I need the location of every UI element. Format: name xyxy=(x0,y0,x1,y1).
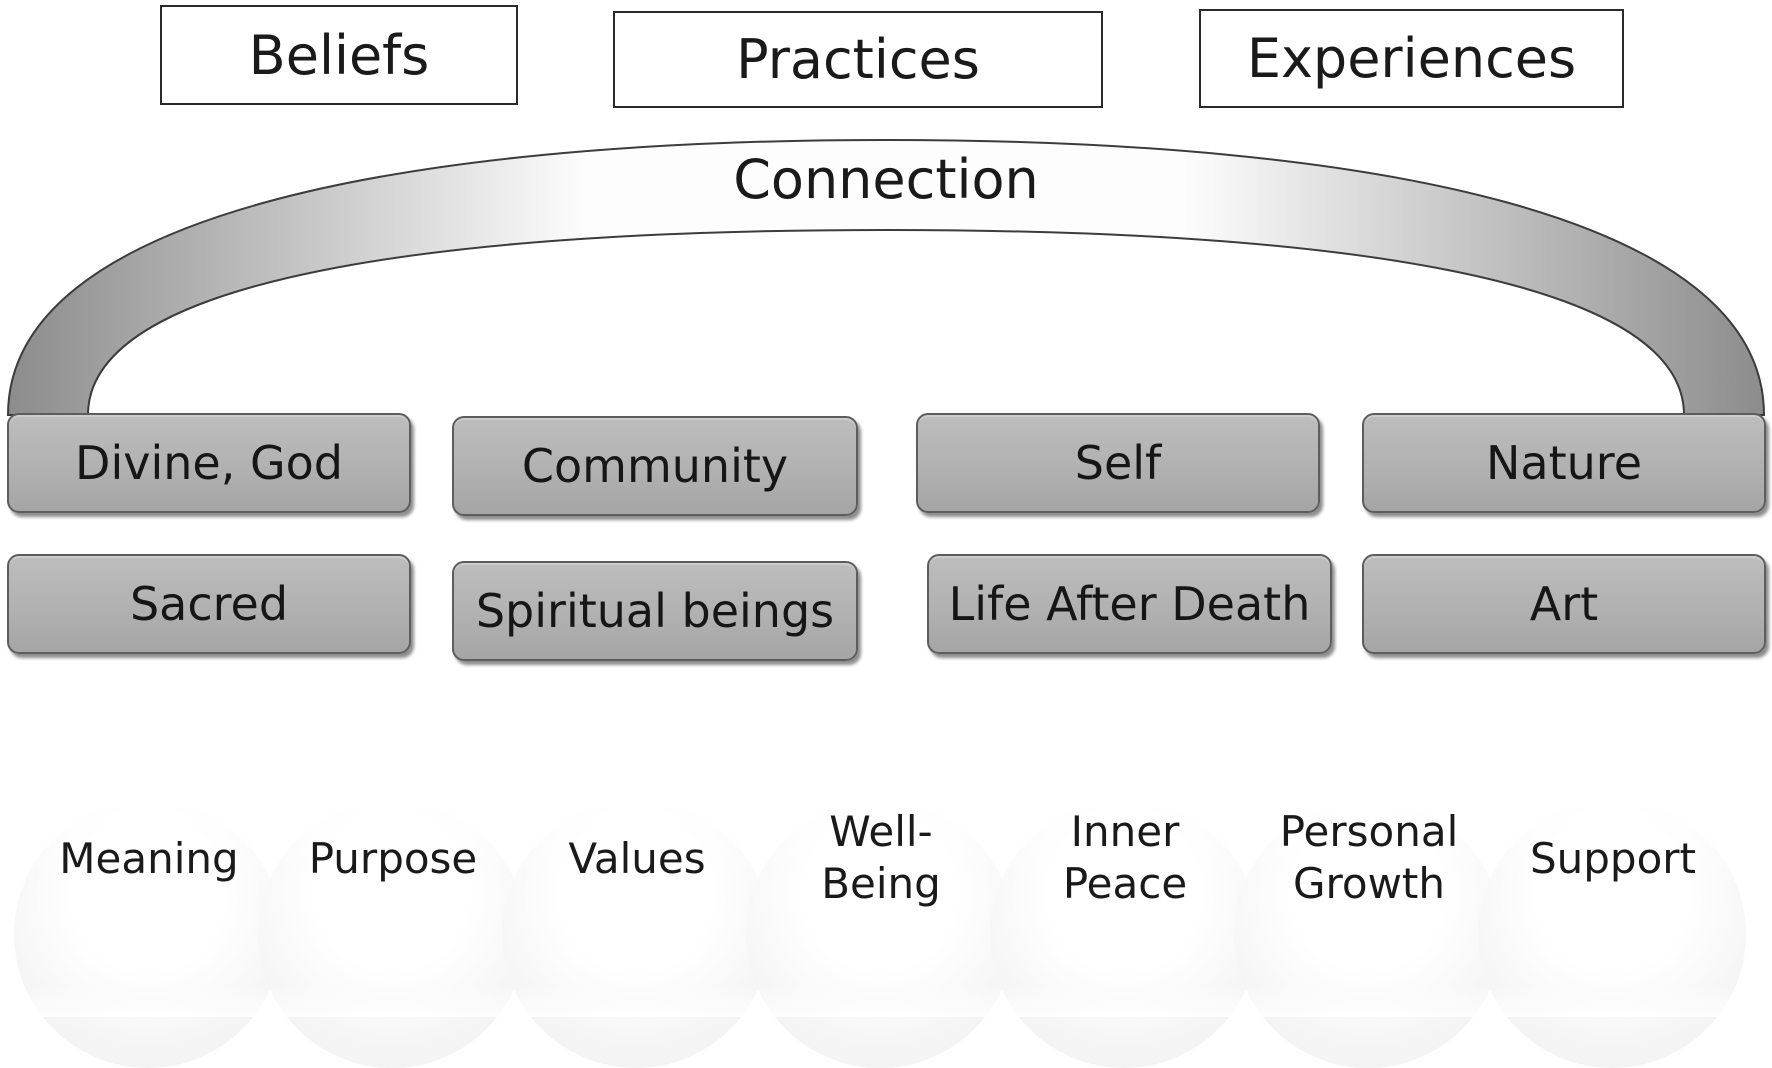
item-label: Community xyxy=(521,439,789,493)
item-sacred: Sacred xyxy=(7,554,411,654)
item-label: Nature xyxy=(1486,436,1642,490)
experiences-box: Experiences xyxy=(1199,9,1624,108)
outcome-line: Personal xyxy=(1279,807,1459,856)
outcome-line: Growth xyxy=(1292,859,1446,908)
item-nature: Nature xyxy=(1362,413,1766,513)
beliefs-label: Beliefs xyxy=(248,23,430,87)
practices-label: Practices xyxy=(736,28,980,91)
outcome-purpose: Purpose xyxy=(273,833,513,885)
outcome-line: Meaning xyxy=(59,834,239,883)
outcome-line: Purpose xyxy=(308,834,478,883)
item-label: Art xyxy=(1529,577,1599,631)
item-life-after-death: Life After Death xyxy=(927,554,1332,654)
outcome-line: Well- xyxy=(829,807,933,856)
outcome-line: Peace xyxy=(1062,859,1188,908)
item-label: Self xyxy=(1074,436,1162,490)
outcome-line: Being xyxy=(821,859,941,908)
arch-band xyxy=(6,138,1766,416)
practices-box: Practices xyxy=(613,11,1103,108)
outcome-values: Values xyxy=(517,833,757,885)
bubble-fade-overlay xyxy=(0,800,1772,1017)
item-spiritual-beings: Spiritual beings xyxy=(452,561,858,661)
item-label: Spiritual beings xyxy=(475,584,835,638)
item-community: Community xyxy=(452,416,858,516)
outcome-support: Support xyxy=(1493,833,1733,885)
outcome-meaning: Meaning xyxy=(29,833,269,885)
outcome-line: Inner xyxy=(1070,807,1180,856)
item-self: Self xyxy=(916,413,1320,513)
item-label: Divine, God xyxy=(75,436,343,490)
item-art: Art xyxy=(1362,554,1766,654)
outcome-line: Support xyxy=(1529,834,1697,883)
item-divine-god: Divine, God xyxy=(7,413,411,513)
connection-arch xyxy=(6,138,1766,416)
experiences-label: Experiences xyxy=(1246,27,1577,90)
item-label: Sacred xyxy=(129,577,289,631)
connection-label: Connection xyxy=(733,148,1039,211)
item-label: Life After Death xyxy=(948,577,1311,631)
outcome-well-being: Well-Being xyxy=(761,806,1001,910)
outcome-line: Values xyxy=(568,834,706,883)
beliefs-box: Beliefs xyxy=(160,5,518,105)
